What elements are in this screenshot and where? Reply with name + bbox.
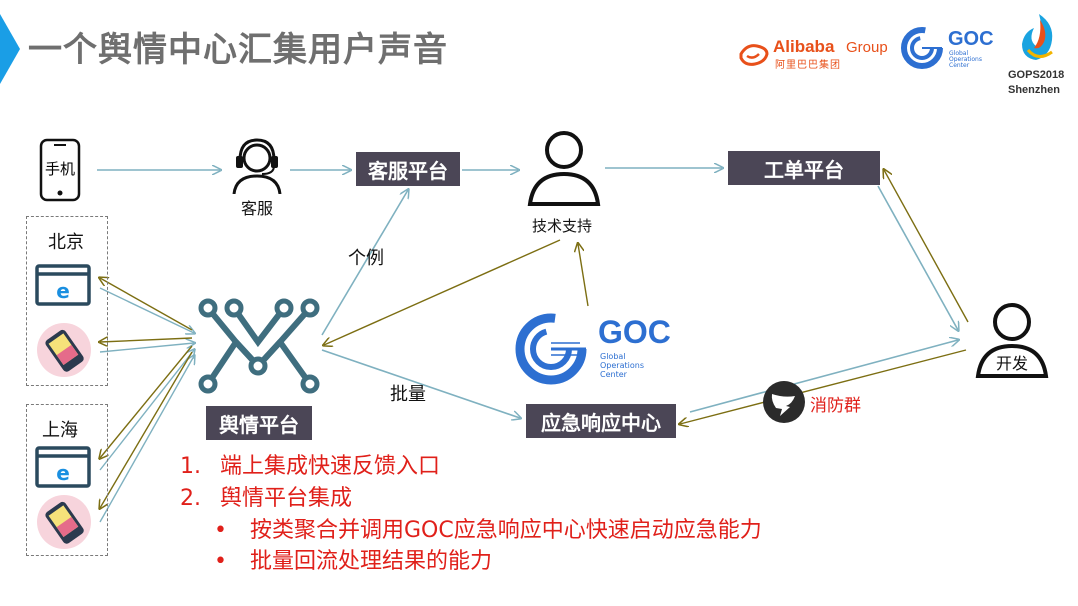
- arrow-bj-browser-to-yuqing: [99, 287, 194, 333]
- arrow-yuqing-to-bj-app: [100, 338, 193, 342]
- gops-logo: GOPS2018 Shenzhen: [1004, 8, 1074, 98]
- bullet-icon: •: [214, 518, 227, 543]
- beijing-group: [26, 216, 108, 386]
- phone-node: 手机: [39, 138, 81, 202]
- goc-center-logo: GOC Global Operations Center: [514, 310, 690, 386]
- alibaba-wordmark: Alibaba: [773, 37, 835, 56]
- arrow-sh-app-to-yuqing: [99, 356, 194, 523]
- dingtalk-icon: [763, 381, 805, 423]
- browser-icon: e: [35, 446, 91, 488]
- note-number: 1.: [180, 454, 201, 479]
- goc-swirl-icon: [515, 313, 587, 385]
- arrow-emergency-to-dev: [689, 340, 958, 413]
- batch-label: 批量: [390, 384, 426, 405]
- arrow-yuqing-to-emergency: [321, 349, 520, 418]
- goc-center-wordmark: GOC: [598, 314, 671, 350]
- arrow-dev-to-emergency: [680, 349, 967, 424]
- goc-small-wordmark: GOC: [948, 28, 994, 50]
- goc-center-sub-1: Global: [600, 352, 626, 361]
- subnote-text: 批量回流处理结果的能力: [249, 549, 492, 574]
- tech-support-label: 技术支持: [532, 217, 593, 235]
- note-text: 舆情平台集成: [220, 486, 353, 511]
- mobile-app-icon: [37, 323, 91, 377]
- arrow-dev-to-ticket: [884, 170, 969, 323]
- note-item-1: 1. 端上集成快速反馈入口: [180, 448, 440, 480]
- note-number: 2.: [180, 486, 201, 511]
- browser-icon: e: [35, 264, 91, 306]
- beijing-label: 北京: [48, 232, 84, 253]
- title-chevron-icon: [0, 14, 20, 84]
- svg-text:e: e: [56, 279, 70, 303]
- subnote-text: 按类聚合并调用GOC应急响应中心快速启动应急能力: [249, 518, 762, 543]
- alibaba-cn-text: 阿里巴巴集团: [775, 60, 841, 71]
- phone-icon: [39, 138, 81, 202]
- shanghai-group: [26, 404, 108, 556]
- case-label: 个例: [348, 248, 384, 269]
- phone-label: 手机: [44, 160, 75, 178]
- arrow-goc-to-tech: [578, 244, 589, 307]
- goc-small-sub-2: Operations: [949, 56, 982, 63]
- mobile-app-icon: [37, 495, 91, 549]
- goc-swirl-icon: [901, 27, 943, 69]
- note-subitem-1: • 按类聚合并调用GOC应急响应中心快速启动应急能力: [214, 512, 762, 544]
- arrow-tech-to-yuqing: [324, 239, 561, 345]
- person-icon: [527, 131, 601, 206]
- goc-small-sub-1: Global: [949, 50, 969, 57]
- alibaba-smile-icon: [739, 44, 769, 66]
- svg-text:e: e: [56, 461, 70, 485]
- page-title: 一个舆情中心汇集用户声音: [28, 30, 448, 70]
- goc-logo-small: GOC Global Operations Center: [900, 26, 1000, 72]
- note-text: 端上集成快速反馈入口: [220, 454, 441, 479]
- person-icon: [975, 303, 1049, 378]
- gops-city-text: Shenzhen: [1008, 84, 1060, 96]
- kefu-platform-box: 客服平台: [356, 152, 460, 186]
- bullet-icon: •: [214, 549, 227, 574]
- shanghai-label: 上海: [42, 420, 78, 441]
- ticket-platform-box: 工单平台: [728, 151, 880, 185]
- arrow-sh-browser-to-yuqing: [99, 350, 194, 471]
- arrow-yuqing-to-sh-app: [100, 351, 193, 508]
- yuqing-platform-box: 舆情平台: [206, 406, 312, 440]
- gops-flame-icon: [1022, 14, 1053, 60]
- developer-label: 开发: [996, 354, 1029, 373]
- kefu-label: 客服: [241, 199, 274, 218]
- arrow-yuqing-to-kefu-platform: [321, 190, 408, 336]
- emergency-center-box: 应急响应中心: [526, 404, 676, 438]
- note-item-2: 2. 舆情平台集成: [180, 480, 352, 512]
- gops-year-text: GOPS2018: [1008, 69, 1065, 81]
- headset-agent-icon: [232, 138, 282, 194]
- alibaba-logo: Alibaba Group 阿里巴巴集团: [737, 36, 897, 71]
- arrow-yuqing-to-bj-browser: [100, 278, 193, 331]
- alibaba-group-text: Group: [846, 39, 888, 56]
- goc-center-sub-3: Center: [600, 370, 627, 379]
- network-hub-icon: [198, 298, 320, 394]
- goc-center-sub-2: Operations: [600, 361, 644, 370]
- arrow-yuqing-to-sh-browser: [100, 345, 193, 458]
- fire-group-label: 消防群: [810, 396, 861, 416]
- arrow-bj-app-to-yuqing: [99, 343, 194, 353]
- arrow-ticket-to-dev: [877, 185, 958, 330]
- note-subitem-2: • 批量回流处理结果的能力: [214, 543, 492, 575]
- goc-small-sub-3: Center: [949, 62, 970, 69]
